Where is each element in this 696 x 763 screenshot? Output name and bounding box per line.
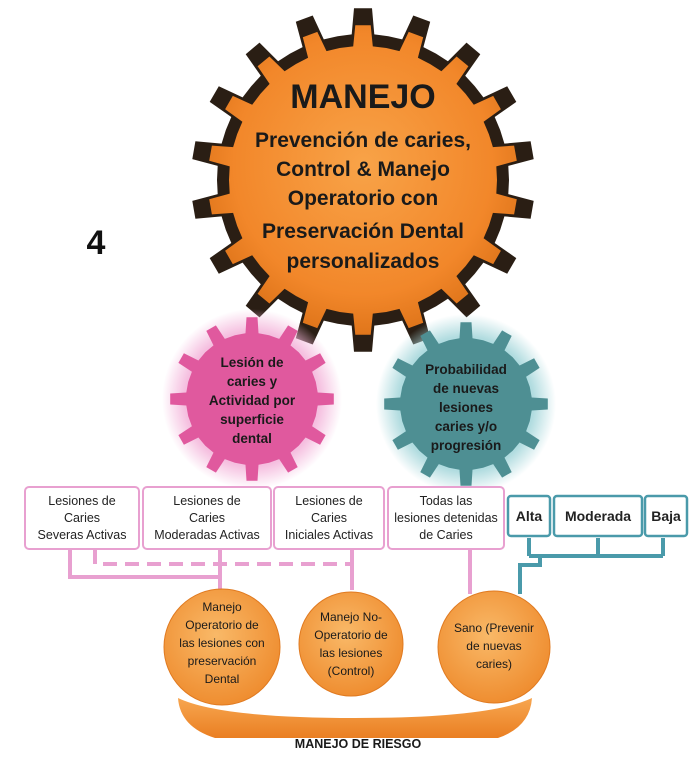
- risk-box-alta: [506, 494, 552, 538]
- lesion-box-line: lesiones detenidas: [394, 511, 498, 525]
- teal-gear-line: caries y/o: [435, 419, 497, 434]
- lesion-box-line: de Caries: [419, 528, 473, 542]
- lesion-box-line: Lesiones de: [295, 494, 362, 508]
- outcome-line: (Control): [328, 664, 375, 678]
- lesion-box-line: Todas las: [420, 494, 473, 508]
- pink-gear-line: caries y: [227, 374, 278, 389]
- outcome-line: Manejo: [202, 600, 242, 614]
- figure-number: 4: [87, 224, 106, 262]
- risk-box-label: Alta: [516, 508, 543, 524]
- risk-boxes: Alta Moderada Baja: [506, 494, 689, 538]
- risk-box-moderada: [552, 494, 644, 538]
- teal-gear-line: progresión: [431, 438, 502, 453]
- lesion-box-line: Iniciales Activas: [285, 528, 373, 542]
- main-gear-title: MANEJO: [290, 78, 435, 116]
- outcome-line: las lesiones con: [179, 636, 264, 650]
- teal-connectors: [518, 538, 665, 594]
- pink-gear-line: dental: [232, 431, 272, 446]
- main-gear-line: Operatorio con: [288, 187, 439, 210]
- outcome-healthy: [437, 590, 551, 704]
- outcome-operative: [163, 588, 281, 706]
- pink-gear-line: superficie: [220, 412, 284, 427]
- outcome-line: Manejo No-: [320, 610, 382, 624]
- lesion-box-line: Lesiones de: [48, 494, 115, 508]
- main-gear-line: personalizados: [287, 250, 440, 273]
- risk-box-label: Moderada: [565, 508, 631, 524]
- lesion-box-line: Severas Activas: [38, 528, 127, 542]
- outcome-line: Dental: [205, 672, 240, 686]
- connector-dashed-initial: [93, 550, 354, 590]
- outcome-line: las lesiones: [320, 646, 383, 660]
- main-gear: MANEJO Prevención de caries, Control & M…: [192, 8, 534, 352]
- lesion-box-moderate: [142, 486, 272, 550]
- risk-management-label: MANEJO DE RIESGO: [295, 737, 422, 751]
- outcome-line: caries): [476, 657, 512, 671]
- outcome-non-operative: [298, 591, 404, 697]
- outcome-line: Operatorio de: [185, 618, 259, 632]
- teal-gear-body: [384, 322, 548, 486]
- lesion-box-line: Caries: [64, 511, 100, 525]
- teal-gear: Probabilidad de nuevas lesiones caries y…: [376, 314, 556, 494]
- pink-gear-body: [170, 317, 334, 481]
- teal-gear-line: Probabilidad: [425, 362, 507, 377]
- main-gear-line: Preservación Dental: [262, 220, 464, 243]
- connector-severe: [68, 550, 222, 594]
- main-gear-line: Prevención de caries,: [255, 129, 471, 152]
- pink-gear-line: Actividad por: [209, 393, 296, 408]
- pink-gear-line: Lesión de: [220, 355, 284, 370]
- lesion-box-initial: [273, 486, 385, 550]
- lesion-box-line: Lesiones de: [173, 494, 240, 508]
- outcome-line: preservación: [188, 654, 257, 668]
- lesion-box-line: Caries: [189, 511, 225, 525]
- main-gear-line: Control & Manejo: [276, 158, 450, 181]
- risk-box-baja: [643, 494, 689, 538]
- pink-gear: Lesión de caries y Actividad por superfi…: [162, 309, 342, 489]
- lesion-boxes: Lesiones de Caries Severas Activas Lesio…: [24, 486, 505, 550]
- connector-to-sano: [518, 556, 542, 594]
- main-gear-body: [209, 25, 517, 335]
- risk-management-arc: [178, 698, 532, 738]
- risk-box-label: Baja: [651, 508, 681, 524]
- lesion-box-severe: [24, 486, 140, 550]
- teal-gear-line: de nuevas: [433, 381, 499, 396]
- pink-connectors: [68, 550, 472, 594]
- outcome-line: Operatorio de: [314, 628, 388, 642]
- outcome-line: Sano (Prevenir: [454, 621, 534, 635]
- lesion-box-arrested: [387, 486, 505, 550]
- teal-gear-line: lesiones: [439, 400, 493, 415]
- lesion-box-line: Caries: [311, 511, 347, 525]
- outcome-line: de nuevas: [466, 639, 521, 653]
- lesion-box-line: Moderadas Activas: [154, 528, 260, 542]
- outcome-circles: Manejo Operatorio de las lesiones con pr…: [163, 588, 551, 706]
